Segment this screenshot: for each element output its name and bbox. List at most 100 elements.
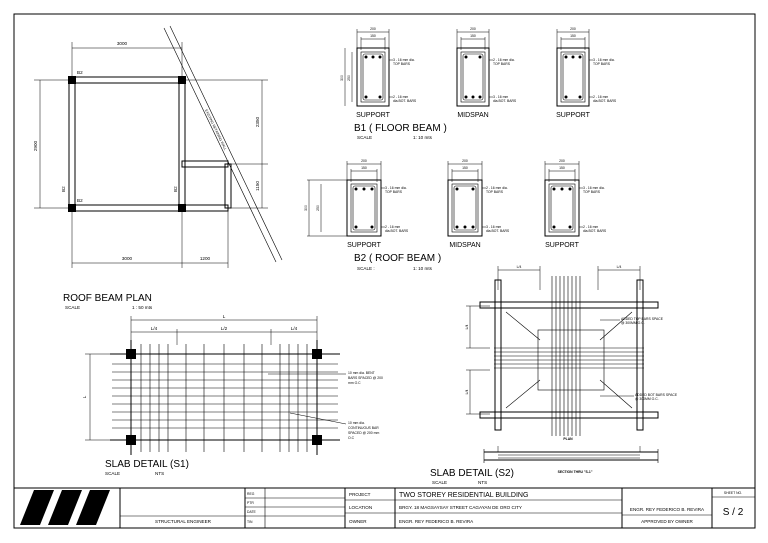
s1-title: SLAB DETAIL (S1) [105,459,189,470]
svg-text:200: 200 [361,159,367,163]
svg-text:200: 200 [570,27,576,31]
svg-text:2 - 16 mm: 2 - 16 mm [593,95,608,99]
plan-dim-top: 3000 [117,41,128,46]
svg-text:250: 250 [316,205,320,211]
tb-sheet-label: SHEET NO. [724,491,742,495]
s1-scale-label: SCALE [105,471,120,476]
svg-text:2 - 16 mm: 2 - 16 mm [583,225,598,229]
svg-text:150: 150 [462,166,468,170]
svg-text:300: 300 [304,205,308,211]
b2-roof-beam-details: 200 150 300 250 3 - 16 mm dia. TOP BARS … [304,159,607,271]
svg-text:3 - 16 mm dia.: 3 - 16 mm dia. [583,186,605,190]
tb-owner-label: OWNER [349,519,367,524]
sheet-border [13,13,756,529]
plan-dim-left: 2900 [33,140,38,151]
column [68,204,76,212]
s1-span-label: L [223,314,226,319]
s2-note-top: ADDED TOP BARS SPACE [621,317,664,321]
svg-text:dia.BOT. BARS: dia.BOT. BARS [593,99,617,103]
svg-text:250: 250 [347,75,351,81]
beam-tag: B2 [77,70,83,75]
tb-date: DATE [247,510,257,514]
column [68,76,76,84]
s2-section-label: SECTION THRU "S-1" [558,470,593,474]
s1-rebar-horizontal [112,363,338,429]
svg-text:200: 200 [462,159,468,163]
tb-ptr: PTR [247,501,254,505]
b1-support-bot-note: 2 - 16 mm [393,95,408,99]
tb-project-label: PROJECT [349,492,371,497]
svg-text:dia.BOT. BARS: dia.BOT. BARS [583,229,607,233]
tb-reg: REG [247,492,255,496]
svg-text:150: 150 [370,34,376,38]
s1-note-bent: 10 mm dia. BENT [348,371,375,375]
title-block: REG PTR DATE TIN STRUCTURAL ENGINEER PRO… [13,487,756,529]
b1-scale-value: 1: 10 mts [413,135,433,140]
svg-text:@ 300MM O.C.: @ 300MM O.C. [621,321,645,325]
svg-text:dia.BOT. BARS: dia.BOT. BARS [486,229,510,233]
b2-title: B2 ( ROOF BEAM ) [354,253,441,264]
svg-text:mm O.C: mm O.C [348,381,361,385]
s2-scale-value: NTS [478,480,487,485]
tb-sheet-no: S / 2 [723,507,744,518]
svg-text:L/2: L/2 [221,326,228,331]
tb-designer: ENGR. REY FEDERICO B. REVIRA [630,507,705,512]
s2-note-bot: ADDED BOT BARS SPACE [635,393,678,397]
svg-text:3 - 16 mm: 3 - 16 mm [486,225,501,229]
svg-text:TOP BARS: TOP BARS [393,62,411,66]
plan-dim-right-lower: 1150 [255,181,260,191]
tb-owner: ENGR. REY FEDERICO B. REVIRA [399,519,474,524]
tb-approved: APPROVED BY OWNER [641,519,693,524]
b2-section-support-left: 200 150 300 250 3 - 16 mm dia. TOP BARS … [304,159,409,249]
s1-note-cont: 10 mm dia. [348,421,365,425]
beam-tag: B2 [173,186,178,192]
column [178,76,186,84]
svg-text:3 - 16 mm dia.: 3 - 16 mm dia. [593,58,615,62]
svg-text:L/4: L/4 [517,265,522,269]
svg-text:150: 150 [570,34,576,38]
svg-text:BARS SPACED @ 200: BARS SPACED @ 200 [348,376,383,380]
b2-section-label: SUPPORT [545,242,579,249]
b1-support-top-note: 3 - 16 mm dia. [393,58,415,62]
s1-rebar-vertical [140,344,308,452]
svg-text:3 - 16 mm: 3 - 16 mm [493,95,508,99]
slab-detail-s2: L/4 L/4 L/4 L/4 [430,265,678,485]
svg-text:dia.BOT. BARS: dia.BOT. BARS [493,99,517,103]
b1-section-support-left: 200 150 300 250 3 - 16 mm dia. TOP BARS … [340,27,417,119]
roof-beam-plan-title: ROOF BEAM PLAN [63,293,152,304]
svg-text:300: 300 [340,75,344,81]
column [312,349,322,359]
b2-section-support-right: 200 150 3 - 16 mm dia. TOP BARS 2 - 16 m… [544,159,607,249]
b1-section-label: SUPPORT [356,112,390,119]
b2-scale-label: SCALE : [357,266,375,271]
plan-dim-bottom-right: 1200 [200,256,211,261]
svg-text:TOP BARS: TOP BARS [385,190,403,194]
svg-text:L/4: L/4 [465,325,469,330]
b2-section-label: MIDSPAN [449,242,480,249]
s2-title: SLAB DETAIL (S2) [430,468,514,479]
tb-tin: TIN [247,520,253,524]
beam-tag: B2 [77,198,83,203]
tb-project-name: TWO STOREY RESIDENTIAL BUILDING [399,492,528,499]
svg-text:O.C: O.C [348,436,355,440]
s2-rebar-horizontal [494,347,644,369]
column [312,435,322,445]
s1-left-label: L [82,395,87,398]
firm-logo [20,490,110,525]
b2-section-label: SUPPORT [347,242,381,249]
svg-text:dia.BOT. BARS: dia.BOT. BARS [393,99,417,103]
roof-beam-plan-scale-label: SCALE [65,305,80,310]
s1-scale-value: NTS [155,471,164,476]
beam-tag: B2 [61,186,66,192]
svg-text:200: 200 [370,27,376,31]
b1-floor-beam-details: 200 150 300 250 3 - 16 mm dia. TOP BARS … [340,27,617,140]
svg-text:L/4: L/4 [617,265,622,269]
svg-text:150: 150 [470,34,476,38]
svg-text:TOP BARS: TOP BARS [593,62,611,66]
b2-section-midspan: 200 150 2 - 16 mm dia. TOP BARS 3 - 16 m… [447,159,510,249]
svg-text:CONTINUOUS BAR: CONTINUOUS BAR [348,426,379,430]
b1-section-midspan: 200 150 2 - 16 mm dia. TOP BARS 3 - 16 m… [456,27,517,119]
svg-text:L/4: L/4 [151,326,158,331]
b1-section-support-right: 200 150 3 - 16 mm dia. TOP BARS 2 - 16 m… [556,27,617,119]
